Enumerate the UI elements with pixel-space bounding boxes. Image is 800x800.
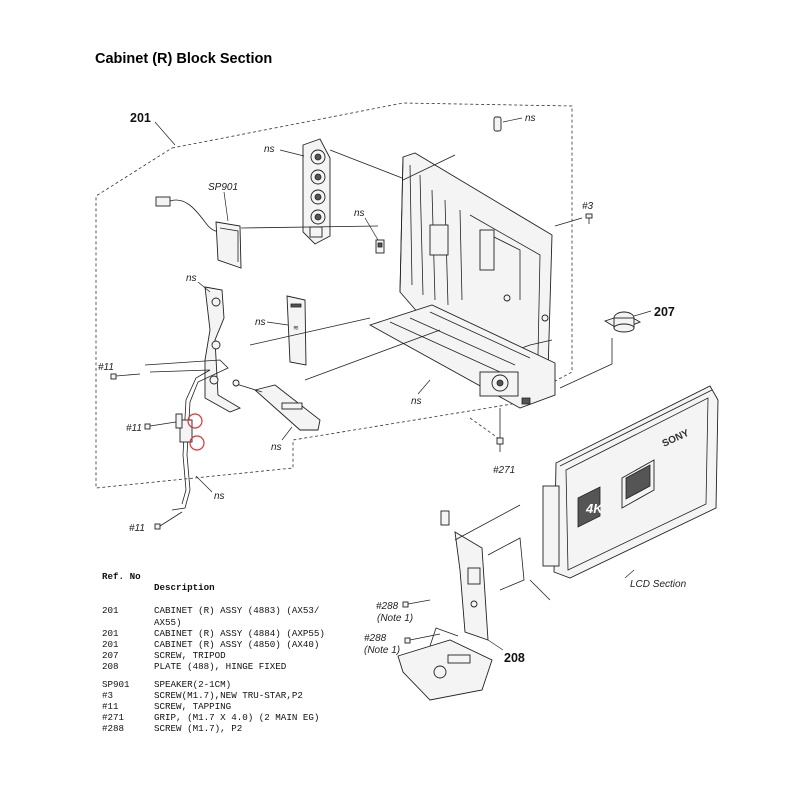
ref-no-cell: #3 bbox=[102, 689, 114, 701]
table-row: #3 SCREW(M1.7),NEW TRU-STAR,P2 bbox=[102, 689, 303, 701]
description-cell: SCREW, TRIPOD bbox=[154, 650, 226, 662]
sp901-label: SP901 bbox=[208, 182, 238, 193]
description-cell: CABINET (R) ASSY (4883) (AX53/ bbox=[154, 605, 320, 617]
table-row: 207 SCREW, TRIPOD bbox=[102, 650, 226, 662]
badge-4k: 4K bbox=[585, 501, 604, 516]
ref-no-cell: 201 bbox=[102, 605, 119, 617]
screw-288-part-2 bbox=[404, 633, 441, 644]
description-cell: SPEAKER(2-1CM) bbox=[154, 678, 232, 690]
screw-11-label-2: #11 bbox=[126, 423, 142, 434]
small-clip-part bbox=[375, 239, 385, 254]
table-header-desc: Description bbox=[154, 582, 215, 594]
description-cell: PLATE (488), HINGE FIXED bbox=[154, 661, 287, 673]
description-cell: SCREW(M1.7),NEW TRU-STAR,P2 bbox=[154, 689, 303, 701]
button-strip-part bbox=[302, 138, 331, 245]
screw-271-part bbox=[496, 408, 504, 452]
parts-group-2: SP901 SPEAKER(2-1CM) #3 SCREW(M1.7),NEW TRU… bbox=[102, 678, 319, 735]
screw-11-part-3 bbox=[154, 511, 183, 530]
ref-no-cell: 201 bbox=[102, 638, 119, 650]
description-cell: AX55) bbox=[154, 616, 182, 628]
ns-label-bracket: ns bbox=[186, 273, 197, 284]
ns-label-flex: ns bbox=[214, 491, 225, 502]
ns-label-rod: ns bbox=[271, 442, 282, 453]
ref-no-cell: #271 bbox=[102, 712, 125, 724]
ref-no-cell: 207 bbox=[102, 650, 119, 662]
description-cell: CABINET (R) ASSY (4850) (AX40) bbox=[154, 638, 320, 650]
ref-label-201: 201 bbox=[130, 111, 151, 125]
ref-no-cell: SP901 bbox=[102, 678, 130, 690]
top-clip-part bbox=[493, 116, 502, 132]
note-1-label-1: (Note 1) bbox=[377, 613, 413, 624]
table-row: 201 CABINET (R) ASSY (4850) (AX40) bbox=[102, 638, 319, 650]
ns-label-connector: ns bbox=[255, 317, 266, 328]
description-cell: CABINET (R) ASSY (4884) (AXP55) bbox=[154, 627, 325, 639]
screw-271-label: #271 bbox=[493, 465, 515, 476]
hinge-plate-part bbox=[397, 510, 551, 701]
left-bracket-part bbox=[204, 286, 242, 413]
ref-no-cell: 201 bbox=[102, 627, 119, 639]
screw-288-label-1: #288 bbox=[376, 601, 399, 612]
lcd-section-part: 4K SONY bbox=[542, 385, 719, 579]
assembly-boundary-201 bbox=[95, 102, 573, 489]
table-row: SP901 SPEAKER(2-1CM) bbox=[102, 678, 231, 690]
svg-text:≋: ≋ bbox=[293, 325, 299, 332]
ref-no-cell: #288 bbox=[102, 723, 125, 735]
table-header-ref: Ref. No bbox=[102, 571, 141, 582]
description-cell: SCREW, TAPPING bbox=[154, 700, 232, 712]
boundary-connector bbox=[469, 417, 499, 439]
table-row: 201 CABINET (R) ASSY (4884) (AXP55) bbox=[102, 627, 325, 639]
ref-no-cell: #11 bbox=[102, 700, 119, 712]
button-rod-part bbox=[232, 379, 321, 431]
screw-288-part-1 bbox=[402, 599, 431, 608]
screw-11-part-1 bbox=[110, 373, 141, 380]
ns-label-clip: ns bbox=[354, 208, 365, 219]
ref-label-207: 207 bbox=[654, 305, 675, 319]
table-row: 201 CABINET (R) ASSY (4883) (AX53/ bbox=[102, 605, 319, 617]
table-row: AX55) bbox=[102, 617, 215, 628]
ns-label-plate: ns bbox=[411, 396, 422, 407]
table-row: #271 GRIP, (M1.7 X 4.0) (2 MAIN EG) bbox=[102, 712, 319, 724]
screw-11-label-3: #11 bbox=[129, 523, 145, 534]
highlight-circle-lower bbox=[189, 435, 205, 451]
screw-3-label: #3 bbox=[582, 201, 594, 212]
screw-3-part bbox=[585, 213, 593, 224]
table-row: #288 SCREW (M1.7), P2 bbox=[102, 723, 242, 735]
description-cell: SCREW (M1.7), P2 bbox=[154, 723, 243, 735]
speaker-part bbox=[155, 196, 242, 269]
note-1-label-2: (Note 1) bbox=[364, 645, 400, 656]
card-connector-part: ≋ bbox=[286, 295, 307, 366]
ns-label-top: ns bbox=[525, 113, 536, 124]
leader-201 bbox=[154, 121, 176, 146]
ns-label-buttons: ns bbox=[264, 144, 275, 155]
screw-288-label-2: #288 bbox=[364, 633, 387, 644]
highlight-circle-upper bbox=[187, 413, 203, 429]
ref-label-208: 208 bbox=[504, 651, 525, 665]
screw-11-label-1: #11 bbox=[98, 362, 114, 373]
tripod-screw-part bbox=[603, 311, 642, 333]
page-title: Cabinet (R) Block Section bbox=[95, 51, 273, 67]
screw-11-part-2 bbox=[144, 421, 177, 430]
description-cell: GRIP, (M1.7 X 4.0) (2 MAIN EG) bbox=[154, 712, 320, 724]
table-row: 208 PLATE (488), HINGE FIXED bbox=[102, 661, 286, 673]
lcd-section-label: LCD Section bbox=[630, 579, 687, 590]
table-row: #11 SCREW, TAPPING bbox=[102, 700, 231, 712]
floor-plate-part bbox=[368, 304, 556, 409]
ref-no-cell: 208 bbox=[102, 661, 119, 673]
